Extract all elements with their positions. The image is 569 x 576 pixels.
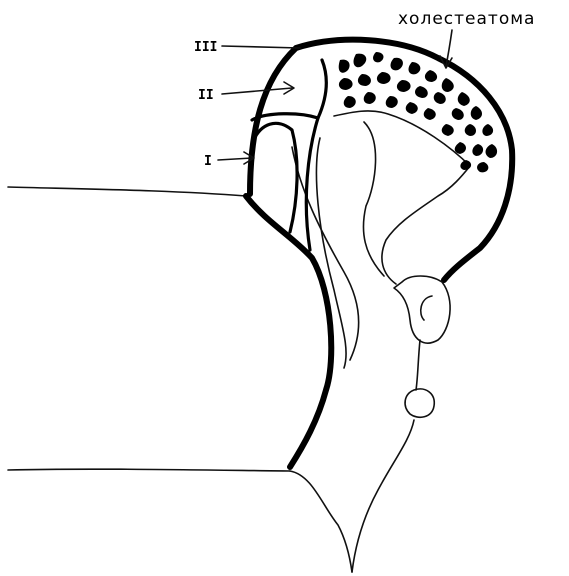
- incus: [394, 276, 450, 343]
- ossicle-link: [352, 340, 420, 572]
- leader-II: [222, 88, 292, 94]
- sac-inner-line: [363, 122, 384, 276]
- cholesteatoma-sac: [334, 111, 470, 284]
- incus-hook: [421, 296, 432, 320]
- leader-I: [218, 158, 252, 160]
- tympanic-membrane: [290, 471, 352, 572]
- leader-III: [222, 46, 300, 48]
- label-III: III: [194, 40, 217, 55]
- label-II: II: [198, 88, 214, 103]
- cholesteatoma-mass: [339, 52, 497, 172]
- stapes: [405, 389, 434, 417]
- upper-canal-wall: [8, 187, 246, 196]
- lower-canal-wall: [8, 469, 290, 471]
- bony-wall: [246, 196, 331, 467]
- label-cholesteatoma: холестеатома: [398, 9, 535, 29]
- partition-lower: [252, 123, 297, 232]
- label-I: I: [204, 154, 212, 169]
